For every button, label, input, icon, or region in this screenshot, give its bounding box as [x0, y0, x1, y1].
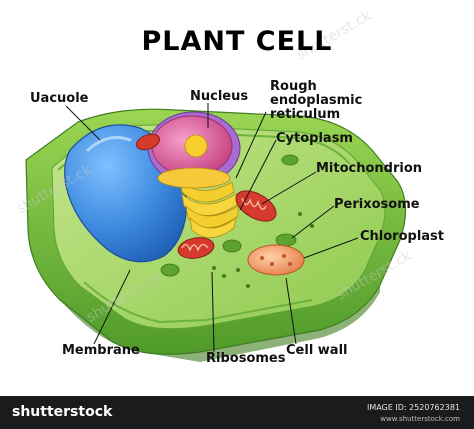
page-title: PLANT CELL — [141, 26, 333, 57]
leader-lines — [65, 103, 359, 353]
brand-logo: shutterstock — [12, 404, 113, 420]
label-chloroplast: Chloroplast — [360, 229, 445, 244]
rough-endoplasmic-reticulum — [179, 178, 239, 238]
label-perixosome: Perixosome — [334, 197, 420, 212]
mitochondrion-3 — [135, 133, 161, 151]
perixosomes — [160, 154, 299, 277]
label-rough-er-line1: Rough — [270, 79, 317, 94]
label-cell-wall: Cell wall — [286, 343, 348, 358]
mitochondrion-2 — [177, 237, 215, 259]
ribosomes — [212, 212, 314, 288]
label-vacuole: Uacuole — [30, 91, 89, 106]
chloroplast — [247, 244, 305, 276]
nucleus — [147, 111, 241, 189]
label-cytoplasm: Cytoplasm — [276, 131, 353, 146]
label-rough-er-line2: endoplasmic — [270, 93, 363, 108]
image-id: IMAGE ID: 2520762381 — [366, 403, 460, 412]
label-membrane: Membrane — [62, 343, 140, 358]
label-rough-er-line3: reticulum — [270, 107, 341, 122]
nucleolus — [184, 134, 208, 158]
site-url: www.shutterstock.com — [380, 415, 460, 423]
label-ribosomes: Ribosomes — [206, 351, 286, 366]
label-mitochondrion: Mitochondrion — [316, 161, 423, 176]
label-nucleus: Nucleus — [190, 89, 249, 104]
footer-bar: shutterstock IMAGE ID: 2520762381 www.sh… — [0, 396, 474, 429]
